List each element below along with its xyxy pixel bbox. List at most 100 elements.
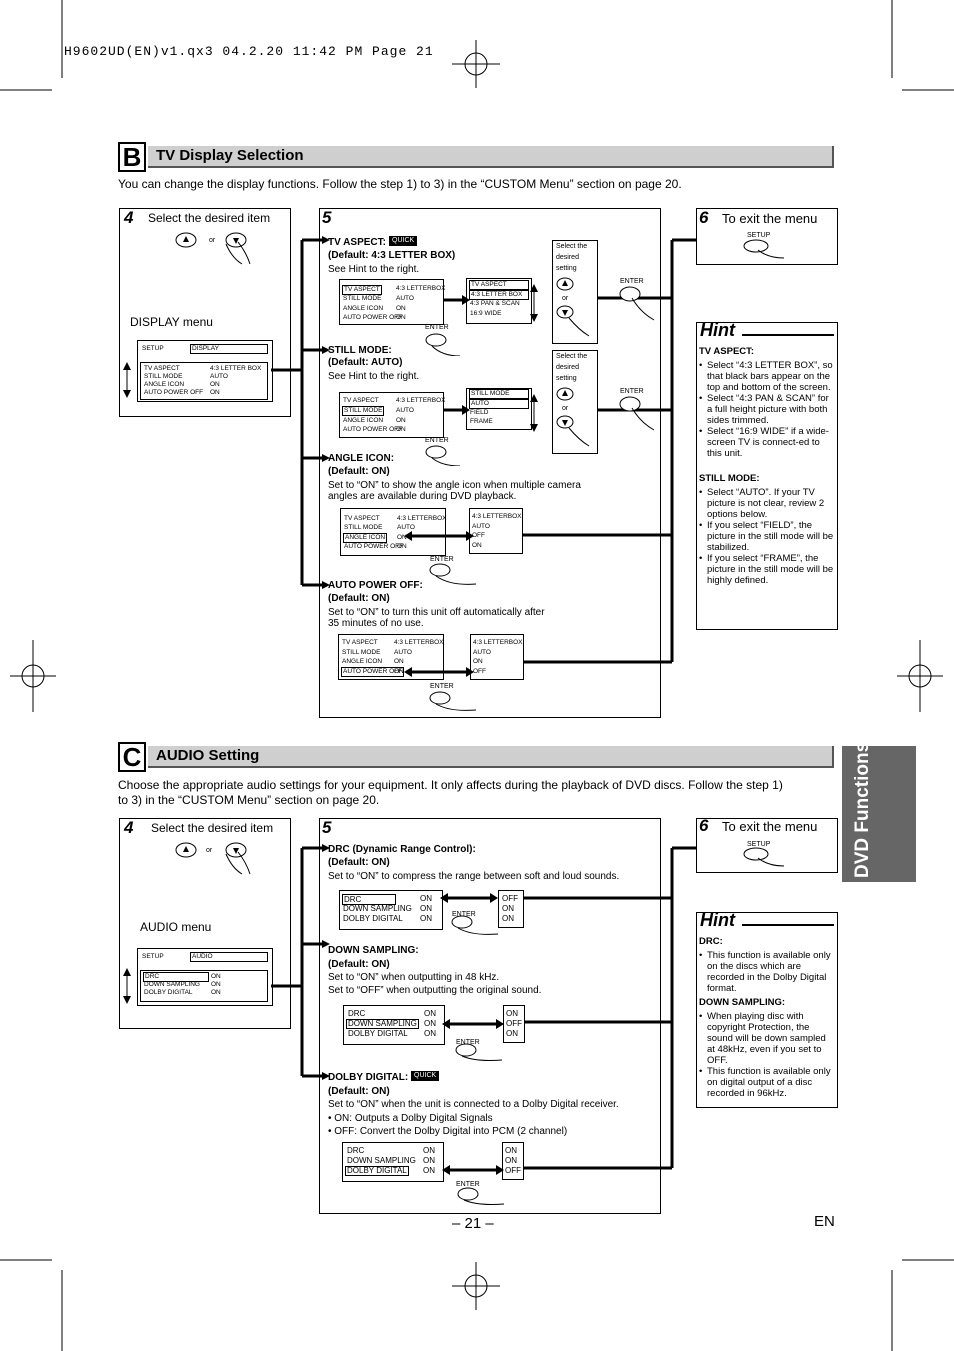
angle-menu-r3l: ANGLE ICON: [343, 533, 388, 543]
tv-aspect-menu-r1r: 4:3 LETTERBOX: [396, 285, 446, 292]
c-step6-label: To exit the menu: [722, 819, 818, 834]
c-menu-row3-r: ON: [211, 989, 221, 996]
section-c-letter: C: [118, 742, 146, 772]
dolby-menu-r2l: DOWN SAMPLING: [347, 1156, 416, 1165]
c-hint-title: Hint: [700, 910, 735, 930]
angle-menu: [340, 508, 446, 556]
c-menu-head-left: SETUP: [142, 953, 164, 960]
b-hint-still-item2: If you select “FIELD”, the picture in th…: [699, 520, 834, 553]
b-menu-head-left: SETUP: [142, 345, 164, 352]
b-menu-row4-r: ON: [210, 389, 220, 396]
c-hint-ds-list: When playing disc with copyright Protect…: [699, 1011, 834, 1099]
dolby-right-r3: OFF: [505, 1166, 521, 1175]
angle-icon-default: (Default: ON): [328, 466, 390, 477]
b-hint-tv-list: Select “4:3 LETTER BOX”, so that black b…: [699, 360, 834, 459]
dolby-right-menu: [502, 1142, 524, 1180]
b-step4-num: 4: [124, 208, 134, 227]
ds-enter-label: ENTER: [456, 1039, 480, 1046]
angle-menu-r2r: AUTO: [397, 524, 415, 531]
angle-icon-title: ANGLE ICON:: [328, 453, 395, 464]
side-tab: [842, 746, 916, 882]
angle-right-r2: AUTO: [472, 523, 490, 530]
angle-icon-desc1: Set to “ON” to show the angle icon when …: [328, 480, 581, 491]
ds-menu-r2l: DOWN SAMPLING: [346, 1019, 419, 1029]
apo-menu-r3l: ANGLE ICON: [342, 658, 383, 665]
drc-menu-r1r: ON: [420, 894, 432, 903]
b-menu-row3-l: ANGLE ICON: [144, 381, 185, 388]
drc-right-r2: ON: [502, 904, 514, 913]
still-enter-button-icon: [619, 396, 655, 431]
still-select-buttons-icon: [556, 387, 590, 447]
c-menu-row3-l: DOLBY DIGITAL: [144, 989, 193, 996]
c-hint-ds-head: DOWN SAMPLING:: [699, 997, 786, 1008]
ds-default: (Default: ON): [328, 959, 390, 970]
tv-aspect-quick-badge: QUICK: [389, 236, 418, 246]
b-updown-arrow-icon: [123, 362, 131, 398]
drc-menu-r2r: ON: [420, 904, 432, 913]
tv-aspect-title: TV ASPECT:: [328, 237, 386, 248]
c-step6-num: 6: [699, 816, 709, 835]
drc-default: (Default: ON): [328, 857, 390, 868]
ds-right-r3: ON: [506, 1029, 518, 1038]
b-step6-label: To exit the menu: [722, 211, 818, 226]
angle-icon-desc2: angles are available during DVD playback…: [328, 491, 517, 502]
ds-desc1: Set to “ON” when outputting in 48 kHz.: [328, 972, 500, 983]
drc-menu-r3r: ON: [420, 914, 432, 923]
tv-aspect-opt3: 16:9 WIDE: [470, 310, 502, 317]
c-hint-drc-list: This function is available only on the d…: [699, 950, 834, 994]
still-or: or: [562, 405, 569, 412]
angle-menu-r1r: 4:3 LETTERBOX: [397, 515, 447, 522]
tv-aspect-menu-r3r: ON: [396, 305, 406, 312]
section-c-bar: [148, 746, 834, 768]
apo-right-menu: [470, 634, 524, 680]
c-menu-row2-l: DOWN SAMPLING: [144, 981, 200, 988]
dolby-right-r2: ON: [505, 1156, 517, 1165]
b-hint-still-item3: If you select “FRAME”, the picture in th…: [699, 553, 834, 586]
tv-aspect-see: See Hint to the right.: [328, 264, 420, 275]
dolby-desc: Set to “ON” when the unit is connected t…: [328, 1099, 619, 1110]
dolby-enter-label: ENTER: [456, 1181, 480, 1188]
tv-aspect-enter-label: ENTER: [425, 324, 449, 331]
tv-aspect-default: (Default: 4:3 LETTER BOX): [328, 250, 456, 261]
page-number: – 21 –: [452, 1215, 494, 1232]
dolby-title: DOLBY DIGITAL:: [328, 1072, 409, 1083]
dolby-bullet2: • OFF: Convert the Dolby Digital into PC…: [328, 1126, 568, 1137]
drc-menu-r1l: DRC: [342, 894, 396, 905]
c-hint-drc-head: DRC:: [699, 936, 723, 947]
tv-aspect-menu-r4l: AUTO POWER OFF: [343, 314, 403, 321]
ds-menu: [343, 1005, 445, 1045]
apo-default: (Default: ON): [328, 593, 390, 604]
c-hint-ds-item2: This function is available only on digit…: [699, 1066, 834, 1099]
tv-aspect-opt2: 4:3 PAN & SCAN: [470, 300, 520, 307]
tv-aspect-select-3: setting: [556, 265, 577, 272]
angle-right-r3: OFF: [472, 532, 485, 539]
dolby-menu-r1l: DRC: [347, 1146, 365, 1155]
angle-right-r1: 4:3 LETTERBOX: [472, 513, 522, 520]
apo-desc1: Set to “ON” to turn this unit off automa…: [328, 607, 545, 618]
c-step5-num: 5: [322, 818, 332, 837]
ds-menu-r2r: ON: [424, 1019, 436, 1028]
b-hint-content: TV ASPECT: Select “4:3 LETTER BOX”, so t…: [699, 346, 834, 586]
ds-title: DOWN SAMPLING:: [328, 945, 419, 956]
b-hint-still-list: Select “AUTO”. If your TV picture is not…: [699, 487, 834, 586]
drc-title: DRC (Dynamic Range Control):: [328, 844, 476, 855]
tv-aspect-options: [466, 278, 532, 324]
dolby-menu-r2r: ON: [423, 1156, 435, 1165]
still-mode-see: See Hint to the right.: [328, 371, 420, 382]
apo-right-r1: 4:3 LETTERBOX: [473, 639, 523, 646]
section-c-intro1: Choose the appropriate audio settings fo…: [118, 778, 783, 792]
angle-menu-r1l: TV ASPECT: [344, 515, 380, 522]
c-hint-ds-item1: When playing disc with copyright Protect…: [699, 1011, 834, 1066]
still-select-box: [552, 350, 598, 454]
drc-desc: Set to “ON” to compress the range betwee…: [328, 871, 620, 882]
b-menu-head-right: DISPLAY: [190, 344, 268, 354]
b-step6-box: [696, 208, 838, 265]
tv-aspect-opt-head: TV ASPECT: [469, 280, 529, 290]
tv-aspect-menu: [339, 279, 444, 325]
c-step4-label: Select the desired item: [151, 821, 274, 835]
b-menu-row2-r: AUTO: [210, 373, 228, 380]
ds-menu-r3l: DOLBY DIGITAL: [348, 1029, 408, 1038]
